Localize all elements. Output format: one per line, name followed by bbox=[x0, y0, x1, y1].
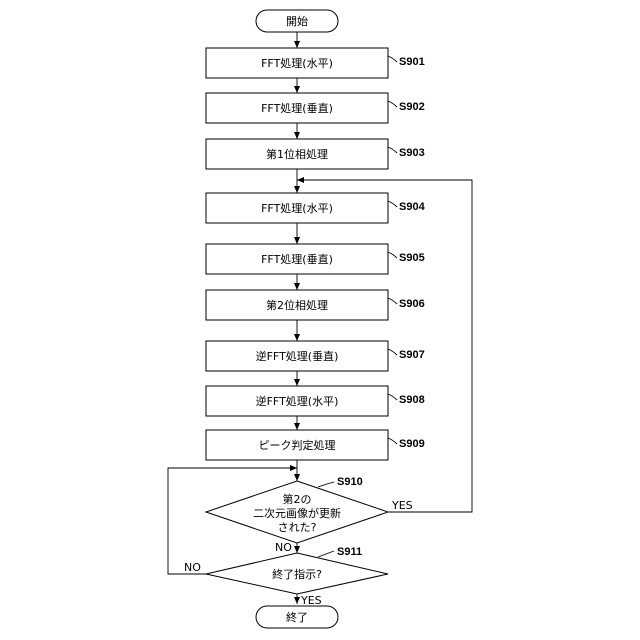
start-terminal: 開始 bbox=[256, 10, 338, 32]
step-label: 逆FFT処理(水平) bbox=[256, 394, 339, 408]
step-id: S905 bbox=[399, 252, 425, 264]
step-id: S901 bbox=[399, 56, 425, 68]
step-label: 逆FFT処理(垂直) bbox=[256, 349, 339, 363]
decision-line-2: 二次元画像が更新 bbox=[253, 506, 341, 520]
step-id: S908 bbox=[399, 394, 425, 406]
step-s903: 第1位相処理 S903 bbox=[206, 139, 425, 169]
no-label: NO bbox=[184, 561, 201, 574]
step-id: S910 bbox=[337, 476, 363, 488]
step-id: S909 bbox=[399, 438, 425, 450]
start-label: 開始 bbox=[286, 14, 308, 28]
step-s908: 逆FFT処理(水平) S908 bbox=[206, 386, 425, 416]
step-id: S907 bbox=[399, 349, 425, 361]
step-label: FFT処理(水平) bbox=[261, 57, 333, 70]
step-s904: FFT処理(水平) S904 bbox=[206, 193, 426, 223]
step-id: S911 bbox=[337, 546, 362, 558]
no-label: NO bbox=[275, 541, 292, 554]
step-label: FFT処理(垂直) bbox=[261, 252, 333, 266]
step-s902: FFT処理(垂直) S902 bbox=[206, 93, 425, 123]
decision-s911: 終了指示? S911 NO YES bbox=[184, 546, 388, 607]
step-s906: 第2位相処理 S906 bbox=[206, 290, 425, 320]
decision-line-1: 第2の bbox=[283, 492, 312, 506]
yes-label: YES bbox=[391, 499, 413, 512]
step-s901: FFT処理(水平) S901 bbox=[206, 48, 425, 78]
step-label: 第1位相処理 bbox=[266, 147, 328, 161]
step-s907: 逆FFT処理(垂直) S907 bbox=[206, 341, 425, 371]
step-id: S903 bbox=[399, 147, 425, 159]
step-label: FFT処理(垂直) bbox=[261, 101, 333, 115]
decision-label: 終了指示? bbox=[272, 567, 322, 581]
decision-line-3: された? bbox=[278, 521, 317, 534]
step-s909: ピーク判定処理 S909 bbox=[206, 430, 425, 460]
step-label: FFT処理(水平) bbox=[261, 202, 333, 215]
step-id: S906 bbox=[399, 298, 425, 310]
step-s905: FFT処理(垂直) S905 bbox=[206, 244, 425, 274]
decision-s910: 第2の 二次元画像が更新 された? S910 YES NO bbox=[206, 476, 413, 554]
step-label: 第2位相処理 bbox=[266, 298, 328, 312]
step-label: ピーク判定処理 bbox=[259, 438, 336, 452]
step-id: S904 bbox=[399, 201, 426, 213]
end-terminal: 終了 bbox=[256, 606, 338, 628]
yes-label: YES bbox=[300, 594, 322, 607]
step-id: S902 bbox=[399, 101, 425, 113]
end-label: 終了 bbox=[286, 610, 308, 624]
